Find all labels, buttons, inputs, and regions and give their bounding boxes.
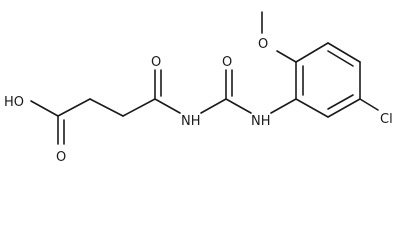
atom-label-amide-carbonyl-o: O [151, 55, 161, 70]
atom-label-imide-nh: NH [181, 114, 201, 129]
ring-bond-6-1 [295, 98, 329, 118]
bond-ch2-ch2 [89, 98, 124, 117]
bond-c5-cl [359, 98, 379, 111]
bond-c-ch2-a [57, 98, 91, 117]
benzene-ring [295, 42, 361, 118]
structure-diagram: HO O O NH O NH O Cl [4, 11, 393, 165]
chloro-substituent [359, 98, 379, 111]
ring-double-5-6 [327, 94, 354, 110]
bond-c2-o-methoxy [276, 50, 297, 63]
ring-double-3-4 [327, 50, 354, 67]
bond-nh-aryl [270, 98, 297, 114]
succinyl-chain [30, 69, 181, 145]
bond-c-urea-nh-aryl [225, 98, 252, 114]
atom-label-acid-carbonyl-o: O [56, 150, 66, 165]
atom-label-oh: HO [4, 95, 24, 110]
atom-label-urea-carbonyl-o: O [222, 55, 232, 70]
bond-c-nh-imide [154, 98, 181, 114]
ring-bond-3-4 [327, 42, 361, 63]
methoxy-group [261, 11, 297, 63]
ring-bond-2-3 [295, 42, 329, 63]
atom-label-methoxy-o: O [258, 37, 268, 52]
bond-nh-c-urea [200, 98, 227, 114]
atom-label-aryl-nh: NH [251, 114, 271, 129]
atom-label-chloro: Cl [380, 112, 393, 127]
bond-oh-c [30, 100, 59, 117]
bond-ch2-c-amide [122, 98, 156, 117]
ring-bond-5-6 [327, 98, 361, 118]
urea-linkage [200, 69, 297, 114]
